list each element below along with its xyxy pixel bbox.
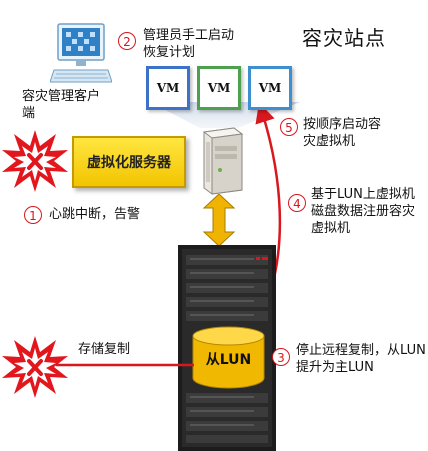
replication-failure-burst-icon [2,336,68,398]
step-2-text-line1: 管理员手工启动 [143,28,235,43]
step-5-text-line2: 灾虚拟机 [303,134,356,149]
computer-icon [50,23,112,83]
diagram-title: 容灾站点 [302,26,386,50]
step-4-text-line2: 磁盘数据注册容灾 [311,204,416,219]
step-3-text-line1: 停止远程复制，从LUN [296,343,426,358]
lun-cylinder-icon [192,326,265,389]
step-1-badge: 1 [24,206,42,224]
client-label-line1: 容灾管理客户 [22,89,101,104]
step-2-text-line2: 恢复计划 [143,45,196,60]
step-4-text-line1: 基于LUN上虚拟机 [311,187,415,202]
step-4-badge: 4 [288,194,306,212]
replication-line [56,363,194,367]
lun-label: 从LUN [205,351,252,368]
virtualization-server-box: 虚拟化服务器 [72,136,186,188]
step-3-text-line2: 提升为主LUN [296,360,374,375]
step-4-text-line3: 虚拟机 [311,221,351,236]
connection-double-arrow [202,194,236,246]
step-5-text-line1: 按顺序启动容 [303,117,382,132]
step-5-badge: 5 [280,118,298,136]
step-3-badge: 3 [272,348,290,366]
vm-box-1: VM [146,66,190,110]
vm-box-3: VM [248,66,292,110]
host-server-icon [202,127,244,195]
step-1-text: 心跳中断，告警 [49,207,141,222]
step-2-badge: 2 [118,32,136,50]
vm-box-2: VM [197,66,241,110]
failure-burst-icon [2,130,68,192]
client-label-line2: 端 [22,106,36,121]
replication-label: 存储复制 [78,342,131,357]
